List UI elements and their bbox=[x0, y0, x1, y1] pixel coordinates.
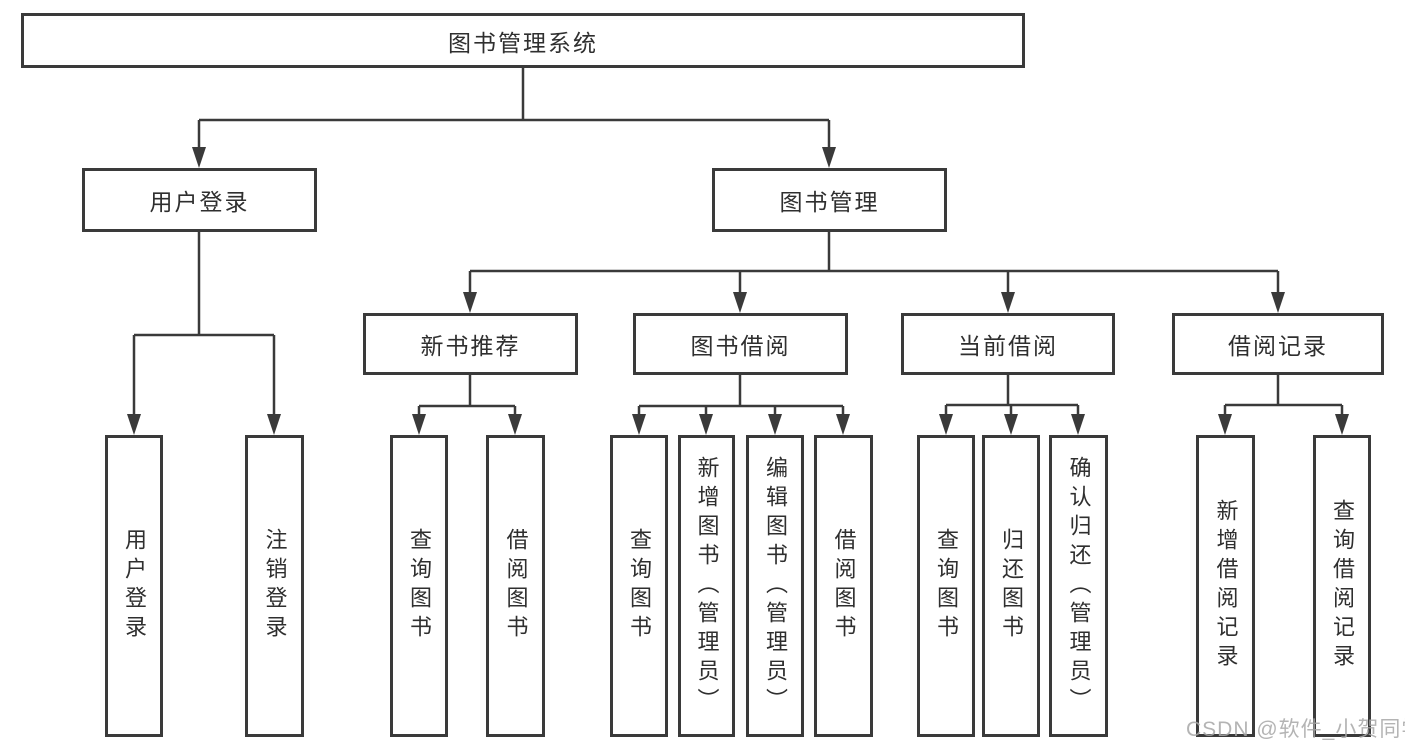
connectors-root bbox=[192, 68, 836, 168]
node-label: 图书借阅 bbox=[690, 333, 791, 359]
node-borrow-books-recommend: 借阅图书 bbox=[486, 435, 545, 737]
node-label: 图书管理系统 bbox=[448, 29, 598, 56]
watermark: CSDN @软件_小贺同学 bbox=[1186, 718, 1405, 741]
node-label: 查询图书 bbox=[934, 528, 959, 644]
connectors-user-login bbox=[127, 232, 281, 435]
node-label: 新书推荐 bbox=[420, 333, 521, 359]
node-book-management: 图书管理 bbox=[712, 168, 947, 232]
node-confirm-return-admin: 确认归还（管理员） bbox=[1049, 435, 1108, 737]
node-label: 借阅记录 bbox=[1228, 333, 1328, 359]
node-label: 图书管理 bbox=[779, 189, 880, 215]
node-new-book-recommendation: 新书推荐 bbox=[363, 313, 578, 375]
node-query-books-borrowing: 查询图书 bbox=[610, 435, 668, 737]
node-borrow-books-borrowing: 借阅图书 bbox=[814, 435, 873, 737]
node-label: 注销登录 bbox=[262, 528, 288, 644]
node-label: 新增借阅记录 bbox=[1213, 499, 1239, 673]
node-label: 新增图书（管理员） bbox=[694, 455, 720, 717]
node-label: 查询图书 bbox=[627, 528, 652, 644]
node-current-borrowing: 当前借阅 bbox=[901, 313, 1115, 375]
node-label: 用户登录 bbox=[122, 528, 147, 644]
node-edit-books-admin: 编辑图书（管理员） bbox=[746, 435, 804, 737]
node-label: 确认归还（管理员） bbox=[1066, 455, 1092, 717]
connectors-book-management bbox=[463, 232, 1285, 313]
node-user-login: 用户登录 bbox=[82, 168, 317, 232]
connectors-current-borrowing bbox=[939, 375, 1085, 435]
node-book-borrowing: 图书借阅 bbox=[633, 313, 848, 375]
node-label: 借阅图书 bbox=[503, 528, 529, 644]
connectors-new-book-recommendation bbox=[412, 375, 522, 435]
node-logout-login-leaf: 注销登录 bbox=[245, 435, 304, 737]
node-return-books: 归还图书 bbox=[982, 435, 1040, 737]
node-user-login-leaf: 用户登录 bbox=[105, 435, 163, 737]
node-label: 当前借阅 bbox=[958, 333, 1058, 359]
connectors-borrowing-records bbox=[1218, 375, 1349, 435]
node-query-books-current: 查询图书 bbox=[917, 435, 975, 737]
node-label: 借阅图书 bbox=[831, 528, 857, 644]
node-label: 查询借阅记录 bbox=[1330, 499, 1355, 673]
node-add-books-admin: 新增图书（管理员） bbox=[678, 435, 735, 737]
node-query-borrow-record: 查询借阅记录 bbox=[1313, 435, 1371, 737]
node-library-system: 图书管理系统 bbox=[21, 13, 1025, 68]
node-label: 归还图书 bbox=[999, 528, 1024, 644]
node-borrowing-records: 借阅记录 bbox=[1172, 313, 1384, 375]
node-label: 用户登录 bbox=[149, 189, 250, 215]
node-label: 查询图书 bbox=[407, 528, 432, 644]
node-query-books-recommend: 查询图书 bbox=[390, 435, 448, 737]
node-label: 编辑图书（管理员） bbox=[763, 455, 788, 717]
connectors-book-borrowing bbox=[632, 375, 850, 435]
node-add-borrow-record: 新增借阅记录 bbox=[1196, 435, 1255, 737]
